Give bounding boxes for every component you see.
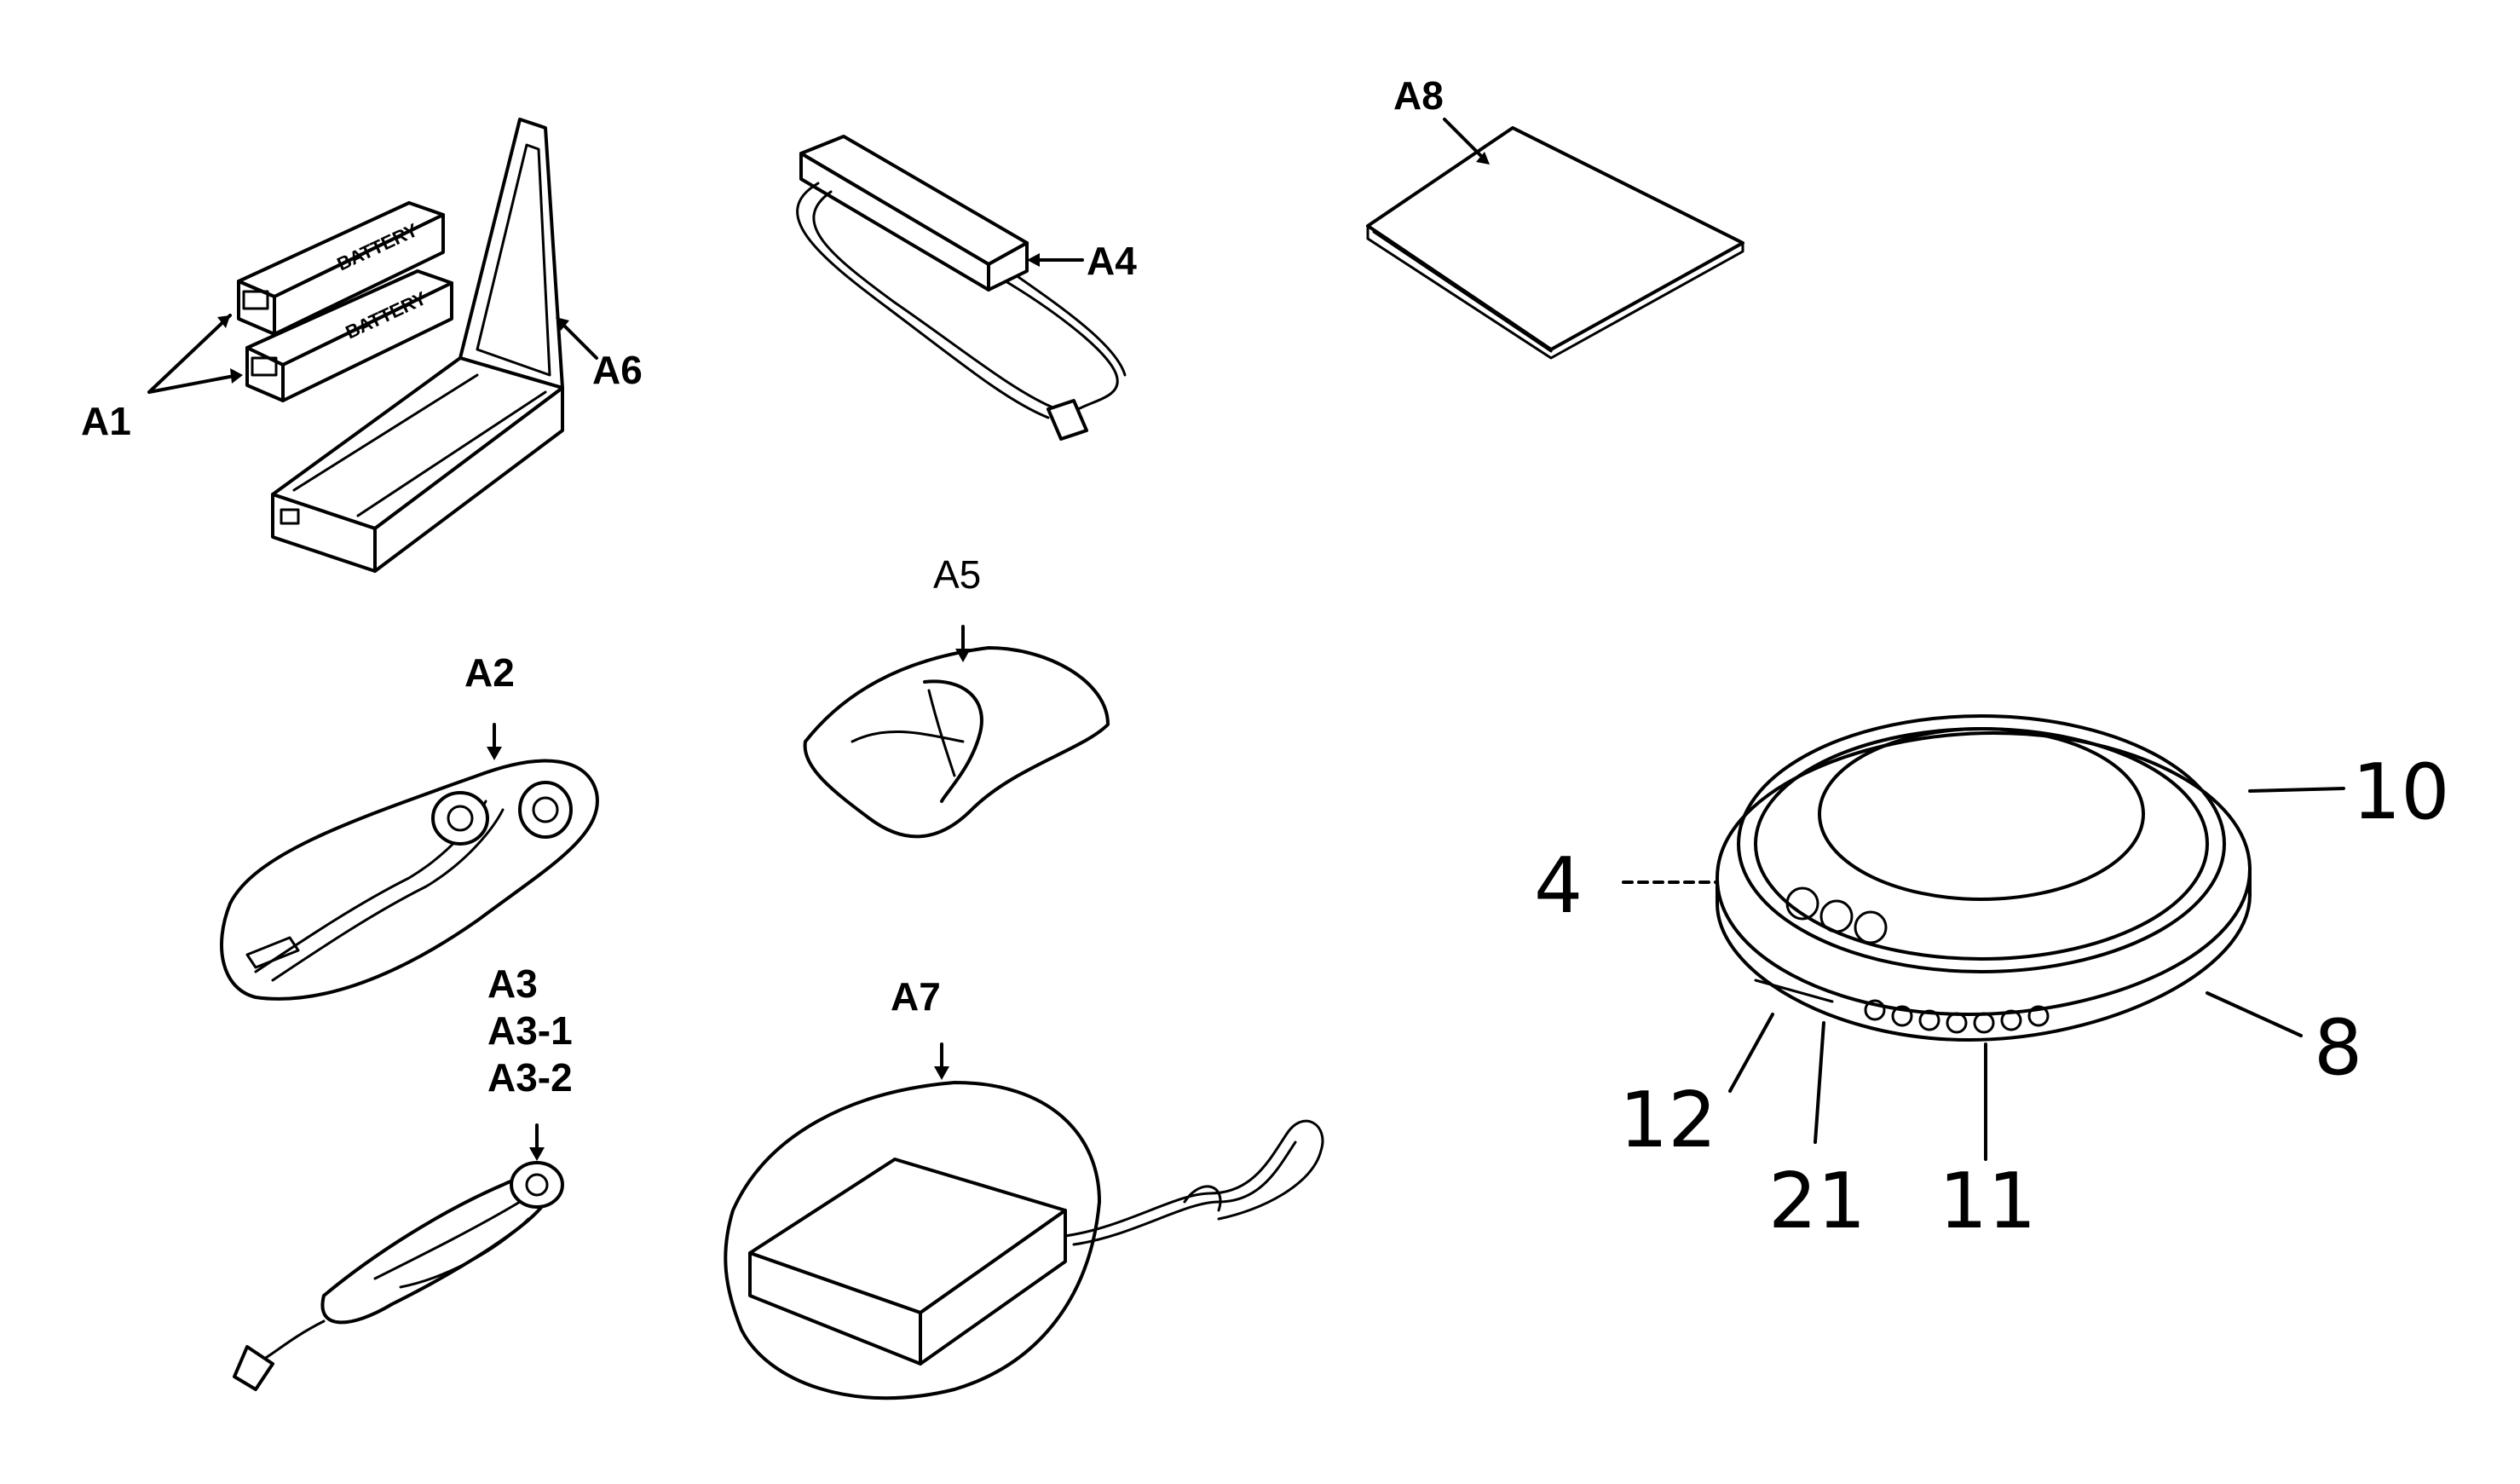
label-part-10: 10	[2352, 748, 2450, 837]
label-a3-2: A3-2	[487, 1055, 573, 1100]
ac-adapter-bag-a7	[724, 1081, 1324, 1400]
manual-a8	[1366, 126, 1744, 360]
label-a1: A1	[81, 399, 131, 443]
label-a5: A5	[933, 552, 981, 597]
leader-lines	[147, 118, 2345, 1161]
label-a6: A6	[592, 348, 643, 392]
label-a3: A3	[487, 961, 538, 1006]
label-part-21: 21	[1768, 1157, 1866, 1246]
clips-bag-a5	[803, 646, 1110, 839]
label-part-4: 4	[1534, 841, 1583, 931]
battery-case-a6	[271, 118, 564, 573]
remote-control-a3	[233, 1161, 564, 1391]
label-a7: A7	[891, 974, 941, 1019]
label-a2: A2	[464, 650, 515, 695]
label-a4: A4	[1087, 239, 1137, 283]
label-a3-1: A3-1	[487, 1008, 573, 1053]
battery-a1-lower: BATTERY	[245, 269, 453, 402]
earphones-bag-a2	[220, 759, 599, 1001]
cd-player	[1716, 714, 2252, 1042]
battery-a1-upper: BATTERY	[237, 201, 445, 336]
label-part-11: 11	[1939, 1157, 2037, 1246]
label-part-8: 8	[2314, 1003, 2362, 1093]
label-part-12: 12	[1619, 1076, 1717, 1165]
label-a8: A8	[1393, 73, 1444, 118]
battery-pack-a4	[796, 135, 1127, 441]
